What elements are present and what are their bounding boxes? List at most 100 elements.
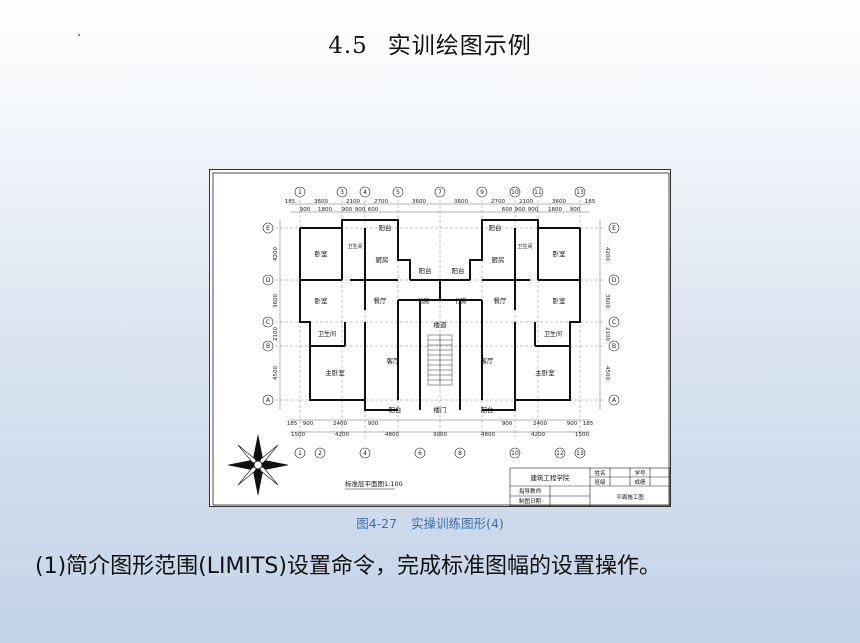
svg-text:900: 900 [515, 207, 526, 213]
svg-text:185: 185 [583, 421, 594, 427]
svg-text:185: 185 [285, 199, 296, 205]
svg-text:主卧室: 主卧室 [535, 368, 555, 377]
section-title: 实训绘图示例 [387, 33, 532, 59]
svg-text:4200: 4200 [335, 432, 349, 438]
svg-text:4200: 4200 [273, 247, 279, 261]
svg-text:客厅: 客厅 [481, 356, 495, 365]
svg-text:4800: 4800 [385, 432, 399, 438]
svg-text:班级: 班级 [594, 478, 606, 486]
north-arrow-icon [227, 434, 289, 496]
svg-text:阳台: 阳台 [379, 223, 392, 232]
svg-text:4200: 4200 [531, 432, 545, 438]
svg-text:阳台: 阳台 [489, 223, 502, 232]
svg-text:1500: 1500 [575, 432, 589, 438]
svg-text:阳台: 阳台 [419, 266, 432, 275]
stairs [427, 334, 453, 386]
title-block [509, 467, 671, 507]
svg-text:900: 900 [567, 421, 578, 427]
svg-text:指导教师: 指导教师 [519, 487, 542, 495]
title-block-text: 建筑工程学院 姓名 班级 学号 成绩 指导教师 制图日期 平面施工图 [519, 469, 646, 505]
svg-text:B: B [612, 343, 616, 350]
svg-text:185: 185 [287, 421, 298, 427]
svg-text:E: E [266, 225, 270, 232]
svg-text:B: B [266, 343, 270, 350]
svg-text:卧室: 卧室 [553, 296, 567, 305]
svg-text:C: C [266, 319, 270, 326]
svg-text:D: D [266, 277, 271, 284]
svg-text:3600: 3600 [454, 199, 468, 205]
figure-number: 图4-27 [356, 516, 398, 531]
svg-text:平面施工图: 平面施工图 [616, 493, 644, 501]
svg-text:3600: 3600 [412, 199, 426, 205]
svg-text:2100: 2100 [273, 327, 279, 341]
svg-text:900: 900 [502, 421, 513, 427]
svg-text:900: 900 [528, 207, 539, 213]
svg-text:4200: 4200 [604, 247, 610, 261]
svg-text:学号: 学号 [634, 469, 646, 477]
svg-text:4: 4 [363, 450, 367, 457]
page-title: 4.5 实训绘图示例 [0, 26, 860, 60]
svg-text:4500: 4500 [604, 366, 610, 380]
drawing-frame [212, 172, 670, 506]
svg-text:5: 5 [396, 189, 400, 196]
svg-text:900: 900 [368, 421, 379, 427]
svg-text:13: 13 [576, 189, 584, 196]
svg-text:600: 600 [368, 207, 379, 213]
svg-text:4: 4 [363, 189, 367, 196]
svg-text:1800: 1800 [318, 207, 332, 213]
svg-text:D: D [612, 277, 617, 284]
svg-text:3600: 3600 [314, 199, 328, 205]
svg-text:阳台: 阳台 [389, 405, 402, 414]
svg-text:1: 1 [298, 189, 302, 196]
svg-text:6: 6 [418, 450, 422, 457]
svg-text:2700: 2700 [374, 199, 388, 205]
svg-text:2400: 2400 [333, 421, 347, 427]
svg-text:卧室: 卧室 [553, 249, 567, 258]
svg-text:1800: 1800 [548, 207, 562, 213]
svg-text:厨房: 厨房 [492, 255, 505, 264]
svg-text:13: 13 [576, 450, 584, 457]
axis-bubbles [262, 186, 620, 459]
svg-text:3600: 3600 [604, 294, 610, 308]
svg-text:客厅: 客厅 [387, 356, 401, 365]
svg-text:书房: 书房 [417, 296, 430, 305]
svg-text:12: 12 [556, 450, 564, 457]
svg-text:餐厅: 餐厅 [374, 296, 388, 305]
svg-text:4500: 4500 [273, 366, 279, 380]
svg-text:3: 3 [340, 189, 344, 196]
svg-text:900: 900 [303, 421, 314, 427]
svg-text:3000: 3000 [433, 432, 447, 438]
svg-text:卫生间: 卫生间 [544, 330, 562, 338]
decorative-dot [78, 34, 80, 36]
svg-text:成绩: 成绩 [634, 478, 646, 486]
svg-text:餐厅: 餐厅 [494, 296, 508, 305]
svg-text:9: 9 [480, 189, 484, 196]
svg-text:3600: 3600 [552, 199, 566, 205]
svg-text:书房: 书房 [454, 296, 467, 305]
svg-text:阳台: 阳台 [481, 405, 494, 414]
svg-text:姓名: 姓名 [594, 469, 605, 477]
svg-text:制图日期: 制图日期 [519, 497, 542, 505]
section-number: 4.5 [328, 33, 368, 59]
svg-text:2100: 2100 [346, 199, 360, 205]
svg-text:4800: 4800 [481, 432, 495, 438]
svg-text:A: A [612, 397, 617, 404]
svg-text:185: 185 [585, 199, 596, 205]
svg-text:900: 900 [300, 207, 311, 213]
svg-text:10: 10 [511, 450, 519, 457]
svg-text:E: E [612, 225, 616, 232]
svg-text:10: 10 [511, 189, 519, 196]
dimension-lines [279, 203, 601, 433]
svg-text:卫生间: 卫生间 [517, 243, 532, 250]
svg-text:卧室: 卧室 [315, 249, 329, 258]
svg-text:8: 8 [458, 450, 462, 457]
svg-text:11: 11 [534, 189, 542, 196]
walls [299, 219, 581, 411]
svg-text:卧室: 卧室 [315, 296, 329, 305]
svg-text:2400: 2400 [533, 421, 547, 427]
svg-text:主卧室: 主卧室 [325, 368, 345, 377]
svg-text:楼道: 楼道 [434, 320, 448, 329]
